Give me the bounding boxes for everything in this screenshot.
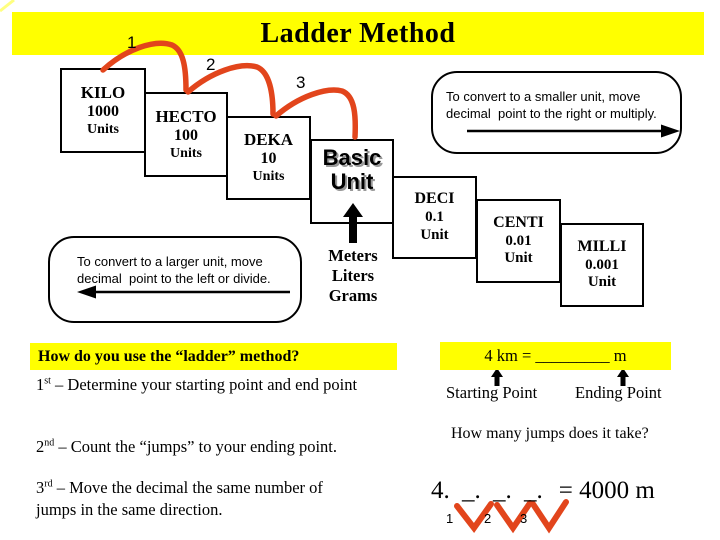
unit-value: 0.1 (425, 209, 444, 226)
jump-label-2: 2 (206, 55, 216, 74)
unit-value: 10 (260, 150, 277, 168)
unit-label: Units (252, 169, 285, 185)
unit-box-deci: DECI 0.1 Unit (392, 176, 477, 259)
ending-point-label: Ending Point (575, 383, 662, 402)
unit-box-centi: CENTI 0.01 Unit (476, 199, 561, 283)
equation-right: = 4000 m (558, 477, 655, 504)
unit-name: MILLI (577, 237, 627, 255)
equation-jump-number-3: 3 (520, 511, 528, 526)
jump-check-3 (530, 499, 569, 534)
unit-label: Units (170, 145, 202, 161)
jumps-question: How many jumps does it take? (451, 425, 649, 442)
starting-point-label: Starting Point (446, 383, 538, 402)
unit-name: HECTO (155, 106, 217, 126)
step-ordinal-suffix: st (44, 375, 51, 387)
callout-smaller-unit: To convert to a smaller unit, move decim… (431, 71, 682, 154)
callout-text-line: To convert to a larger unit, move (77, 254, 263, 269)
title-bar: Ladder Method (12, 12, 704, 55)
basic-unit-line2: Unit (330, 169, 374, 195)
unit-name: KILO (80, 82, 126, 102)
unit-name: DECI (414, 190, 455, 208)
step-ordinal: 2 (36, 437, 45, 456)
base-unit-liters: Liters (331, 266, 375, 285)
unit-box-milli: MILLI 0.001 Unit (560, 223, 644, 307)
callout-larger-unit: To convert to a larger unit, move decima… (48, 236, 302, 323)
step-ordinal-suffix: nd (44, 437, 55, 449)
unit-box-deka: DEKA 10 Units (226, 116, 311, 200)
callout-text-line: decimal point to the right or multiply. (446, 106, 657, 121)
unit-value: 100 (174, 126, 198, 144)
unit-box-kilo: KILO 1000 Units (60, 68, 146, 153)
page-title: Ladder Method (260, 17, 456, 49)
base-unit-grams: Grams (328, 286, 378, 305)
callout-text-line: To convert to a smaller unit, move (446, 89, 641, 104)
corner-artifact-line (0, 0, 15, 13)
conversion-equation: 4. _. _. _. = 4000 m (431, 477, 655, 505)
unit-value: 0.001 (585, 256, 619, 273)
step-text: – Move the decimal the same number of ju… (36, 478, 323, 519)
jump-label-1: 1 (127, 33, 137, 52)
right-arrow-icon (467, 124, 680, 138)
equation-jump-number-1: 1 (446, 511, 454, 526)
howto-step-1: 1st – Determine your starting point and … (36, 374, 366, 396)
left-arrow-icon (77, 285, 290, 299)
unit-box-basic: Basic Unit (310, 139, 394, 224)
step-text: – Count the “jumps” to your ending point… (54, 437, 338, 456)
base-unit-meters: Meters (328, 246, 378, 265)
base-units-list: Meters Liters Grams (313, 246, 393, 306)
example-problem-bar: 4 km = _________ m (440, 342, 671, 370)
step-text: – Determine your starting point and end … (50, 375, 358, 394)
equation-jump-number-2: 2 (484, 511, 492, 526)
unit-label: Unit (420, 226, 449, 243)
howto-step-3: 3rd – Move the decimal the same number o… (36, 477, 366, 521)
unit-label: Unit (587, 274, 617, 291)
basic-unit-line1: Basic (322, 145, 382, 170)
step-ordinal: 3 (36, 478, 45, 497)
unit-label: Unit (504, 250, 533, 267)
example-problem-text: 4 km = _________ m (484, 346, 627, 365)
unit-value: 0.01 (505, 232, 532, 249)
unit-name: CENTI (493, 213, 544, 231)
step-ordinal-suffix: rd (44, 478, 53, 490)
callout-text-line: decimal point to the left or divide. (77, 271, 271, 286)
howto-heading-text: How do you use the “ladder” method? (38, 347, 300, 365)
howto-heading-bar: How do you use the “ladder” method? (30, 343, 397, 370)
jump-label-3: 3 (296, 73, 306, 92)
unit-box-hecto: HECTO 100 Units (144, 92, 228, 177)
step-ordinal: 1 (36, 375, 45, 394)
unit-label: Units (87, 121, 119, 137)
unit-name: DEKA (243, 130, 294, 150)
howto-step-2: 2nd – Count the “jumps” to your ending p… (36, 436, 406, 458)
unit-value: 1000 (87, 102, 119, 120)
equation-left: 4. _. _. _. (431, 477, 543, 504)
